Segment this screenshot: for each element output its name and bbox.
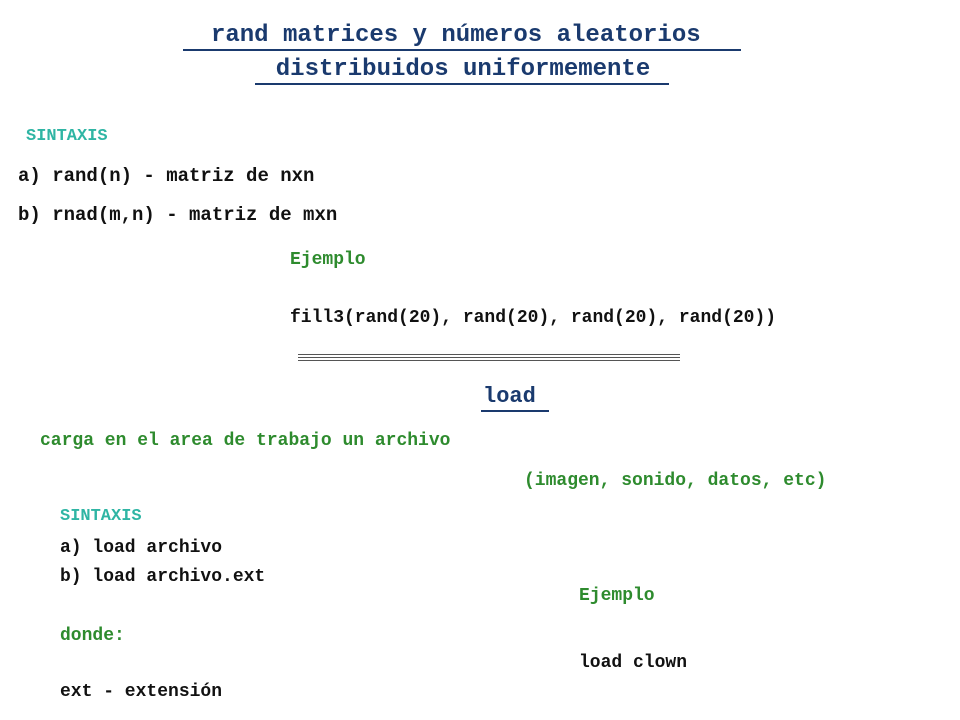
slide-title-line-1: rand matrices y números aleatorios bbox=[210, 22, 716, 49]
title-underline-2 bbox=[255, 83, 669, 85]
load-example-code: load clown bbox=[579, 653, 688, 673]
rand-syntax-item-b: b) rnad(m,n) - matriz de mxn bbox=[18, 204, 338, 226]
load-where-label: donde: bbox=[60, 626, 125, 646]
rand-syntax-label: SINTAXIS bbox=[26, 127, 108, 146]
slide-title-line-2: distribuidos uniformemente bbox=[275, 56, 651, 83]
load-heading-underline bbox=[481, 410, 549, 412]
load-example-label: Ejemplo bbox=[579, 586, 655, 606]
load-syntax-label: SINTAXIS bbox=[60, 507, 142, 526]
title-underline-1 bbox=[183, 49, 741, 51]
load-syntax-item-b: b) load archivo.ext bbox=[60, 567, 266, 587]
section-divider bbox=[298, 354, 680, 362]
load-heading: load bbox=[483, 384, 536, 409]
load-description: carga en el area de trabajo un archivo bbox=[40, 431, 451, 451]
load-ext-note: ext - extensión bbox=[60, 682, 223, 702]
rand-syntax-item-a: a) rand(n) - matriz de nxn bbox=[18, 165, 315, 187]
load-syntax-item-a: a) load archivo bbox=[60, 538, 223, 558]
load-file-types: (imagen, sonido, datos, etc) bbox=[524, 471, 827, 491]
rand-example-code: fill3(rand(20), rand(20), rand(20), rand… bbox=[290, 308, 777, 328]
rand-example-label: Ejemplo bbox=[290, 250, 366, 270]
